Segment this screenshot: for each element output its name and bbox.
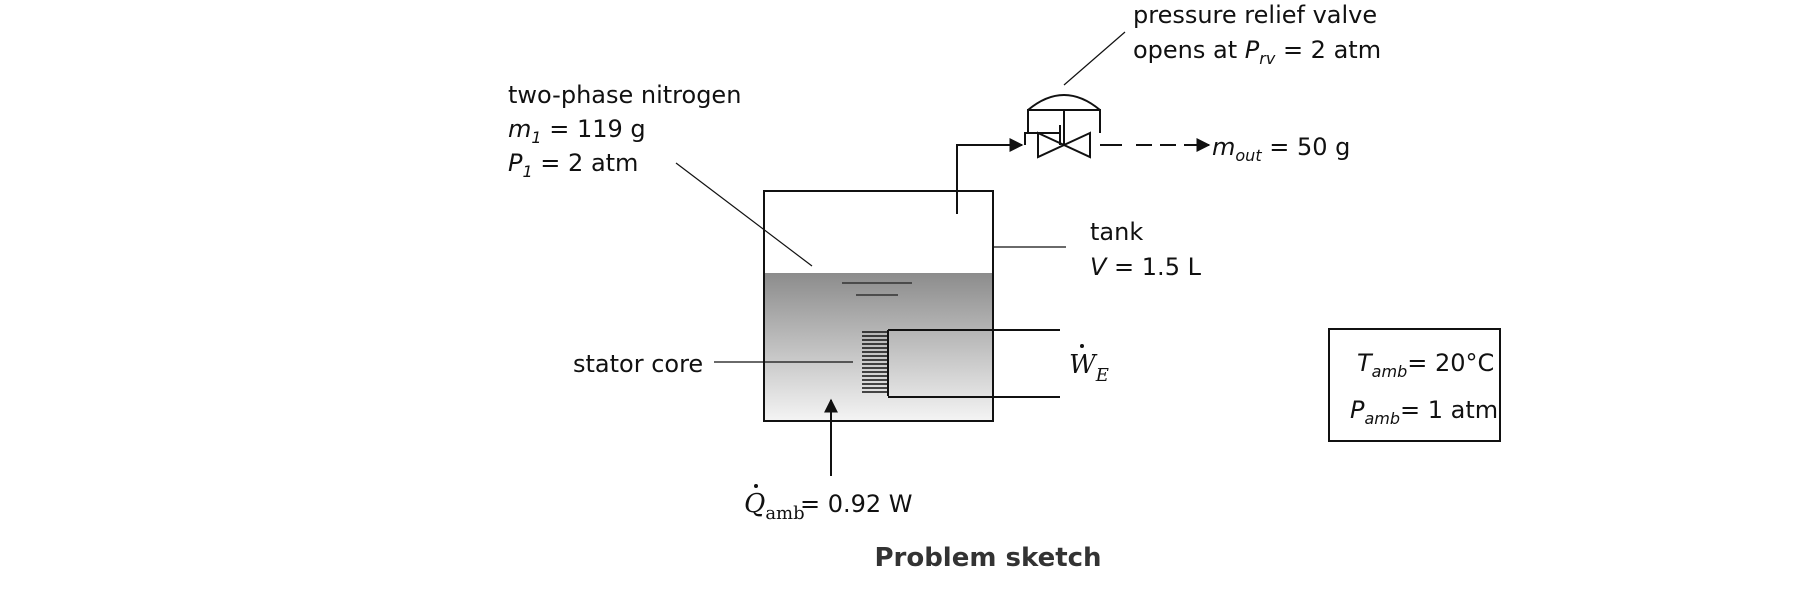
- valve-label-var: P: [1245, 36, 1260, 64]
- valve-label-line2-pre: opens at: [1133, 36, 1245, 64]
- svg-text:mout = 50 g: mout = 50 g: [1212, 133, 1350, 165]
- ambient-pressure-var: P: [1350, 396, 1365, 424]
- heat-value: = 0.92 W: [800, 490, 913, 518]
- outlet-pipe: [956, 138, 1024, 214]
- heat-var: Q: [744, 489, 765, 519]
- valve-label-line1: pressure relief valve: [1133, 1, 1377, 29]
- svg-text:Qamb: Qamb: [744, 489, 805, 524]
- svg-text:Problem sketch: Problem sketch: [874, 543, 1101, 573]
- svg-text:opens at Prv = 2 atm: opens at Prv = 2 atm: [1133, 36, 1381, 68]
- heat-sub: amb: [765, 503, 804, 524]
- tank-title: tank: [1090, 218, 1143, 246]
- valve-leader-line: [1063, 31, 1126, 86]
- ambient-conditions-box: [1328, 328, 1501, 442]
- work-var: W: [1069, 350, 1098, 380]
- svg-text:V = 1.5 L: V = 1.5 L: [1090, 253, 1202, 281]
- nitrogen-pressure-var: P: [508, 149, 523, 177]
- free-surface-symbol: [842, 282, 912, 296]
- outflow-sub: out: [1235, 146, 1262, 165]
- nitrogen-mass-sub: 1: [531, 128, 541, 147]
- nitrogen-pressure-sub: 1: [522, 162, 532, 181]
- ambient-temp-value: = 20°C: [1407, 349, 1494, 377]
- nitrogen-pressure-value: = 2 atm: [533, 149, 639, 177]
- svg-text:m1 = 119 g: m1 = 119 g: [508, 115, 646, 147]
- ambient-temp-var: T: [1357, 349, 1374, 377]
- svg-text:pressure relief valve: pressure relief valve: [1133, 1, 1377, 29]
- valve-label-value: = 2 atm: [1275, 36, 1381, 64]
- svg-text:= 0.92 W: = 0.92 W: [800, 490, 913, 518]
- stator-label: stator core: [573, 350, 703, 378]
- ambient-temp-sub: amb: [1372, 362, 1408, 381]
- work-dot: [1080, 344, 1084, 348]
- stator-core: [862, 330, 889, 396]
- tank-outline: [763, 190, 994, 422]
- svg-text:P1 = 2 atm: P1 = 2 atm: [508, 149, 638, 181]
- nitrogen-mass-var: m: [508, 115, 531, 143]
- work-sub: E: [1095, 365, 1109, 386]
- tank-volume-value: = 1.5 L: [1106, 253, 1201, 281]
- svg-text:tank: tank: [1090, 218, 1143, 246]
- nitrogen-leader-line: [675, 162, 813, 267]
- pressure-relief-valve: [1024, 94, 1122, 159]
- caption: Problem sketch: [874, 543, 1101, 573]
- nitrogen-mass-value: = 119 g: [542, 115, 646, 143]
- nitrogen-title: two-phase nitrogen: [508, 81, 741, 109]
- outflow-value: = 50 g: [1262, 133, 1351, 161]
- svg-text:Pamb= 1 atm: Pamb= 1 atm: [1350, 396, 1498, 428]
- svg-text:two-phase nitrogen: two-phase nitrogen: [508, 81, 741, 109]
- valve-label-sub: rv: [1259, 49, 1276, 68]
- svg-text:WE: WE: [1069, 350, 1109, 386]
- ambient-pressure-sub: amb: [1364, 409, 1400, 428]
- svg-text:Tamb= 20°C: Tamb= 20°C: [1357, 349, 1494, 381]
- ambient-pressure-value: = 1 atm: [1400, 396, 1498, 424]
- heat-dot: [754, 484, 758, 488]
- svg-text:stator core: stator core: [573, 350, 703, 378]
- tank-volume-var: V: [1090, 253, 1108, 281]
- outflow-var: m: [1212, 133, 1235, 161]
